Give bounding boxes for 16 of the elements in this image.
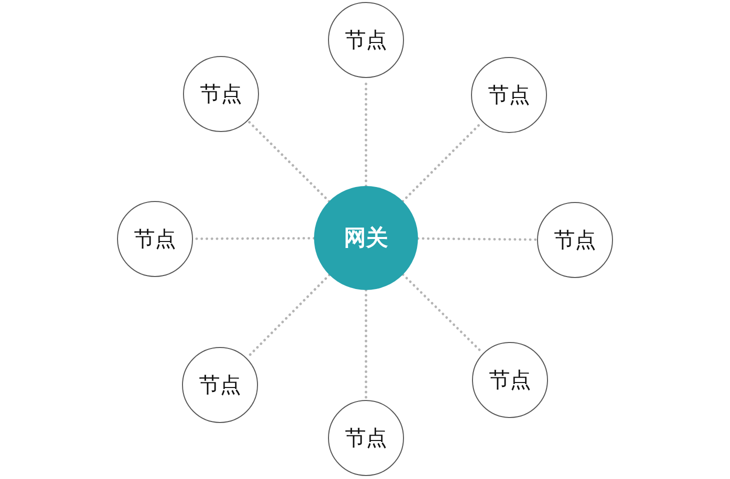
dotted-connector [402, 273, 484, 354]
node-circle: 节点 [537, 202, 613, 278]
node-circle: 节点 [328, 400, 404, 476]
node-circle: 节点 [182, 347, 258, 423]
dotted-connector [192, 237, 316, 240]
node-circle: 节点 [183, 56, 259, 132]
dotted-connector [416, 237, 538, 241]
node-circle: 节点 [328, 2, 404, 78]
node-circle: 节点 [117, 201, 193, 277]
dotted-connector [402, 121, 483, 202]
dotted-connector [364, 288, 368, 400]
dotted-connector [246, 274, 331, 359]
node-circle: 节点 [471, 57, 547, 133]
node-circle: 节点 [472, 342, 548, 418]
gateway-circle: 网关 [314, 186, 418, 290]
dotted-connector [247, 120, 330, 203]
